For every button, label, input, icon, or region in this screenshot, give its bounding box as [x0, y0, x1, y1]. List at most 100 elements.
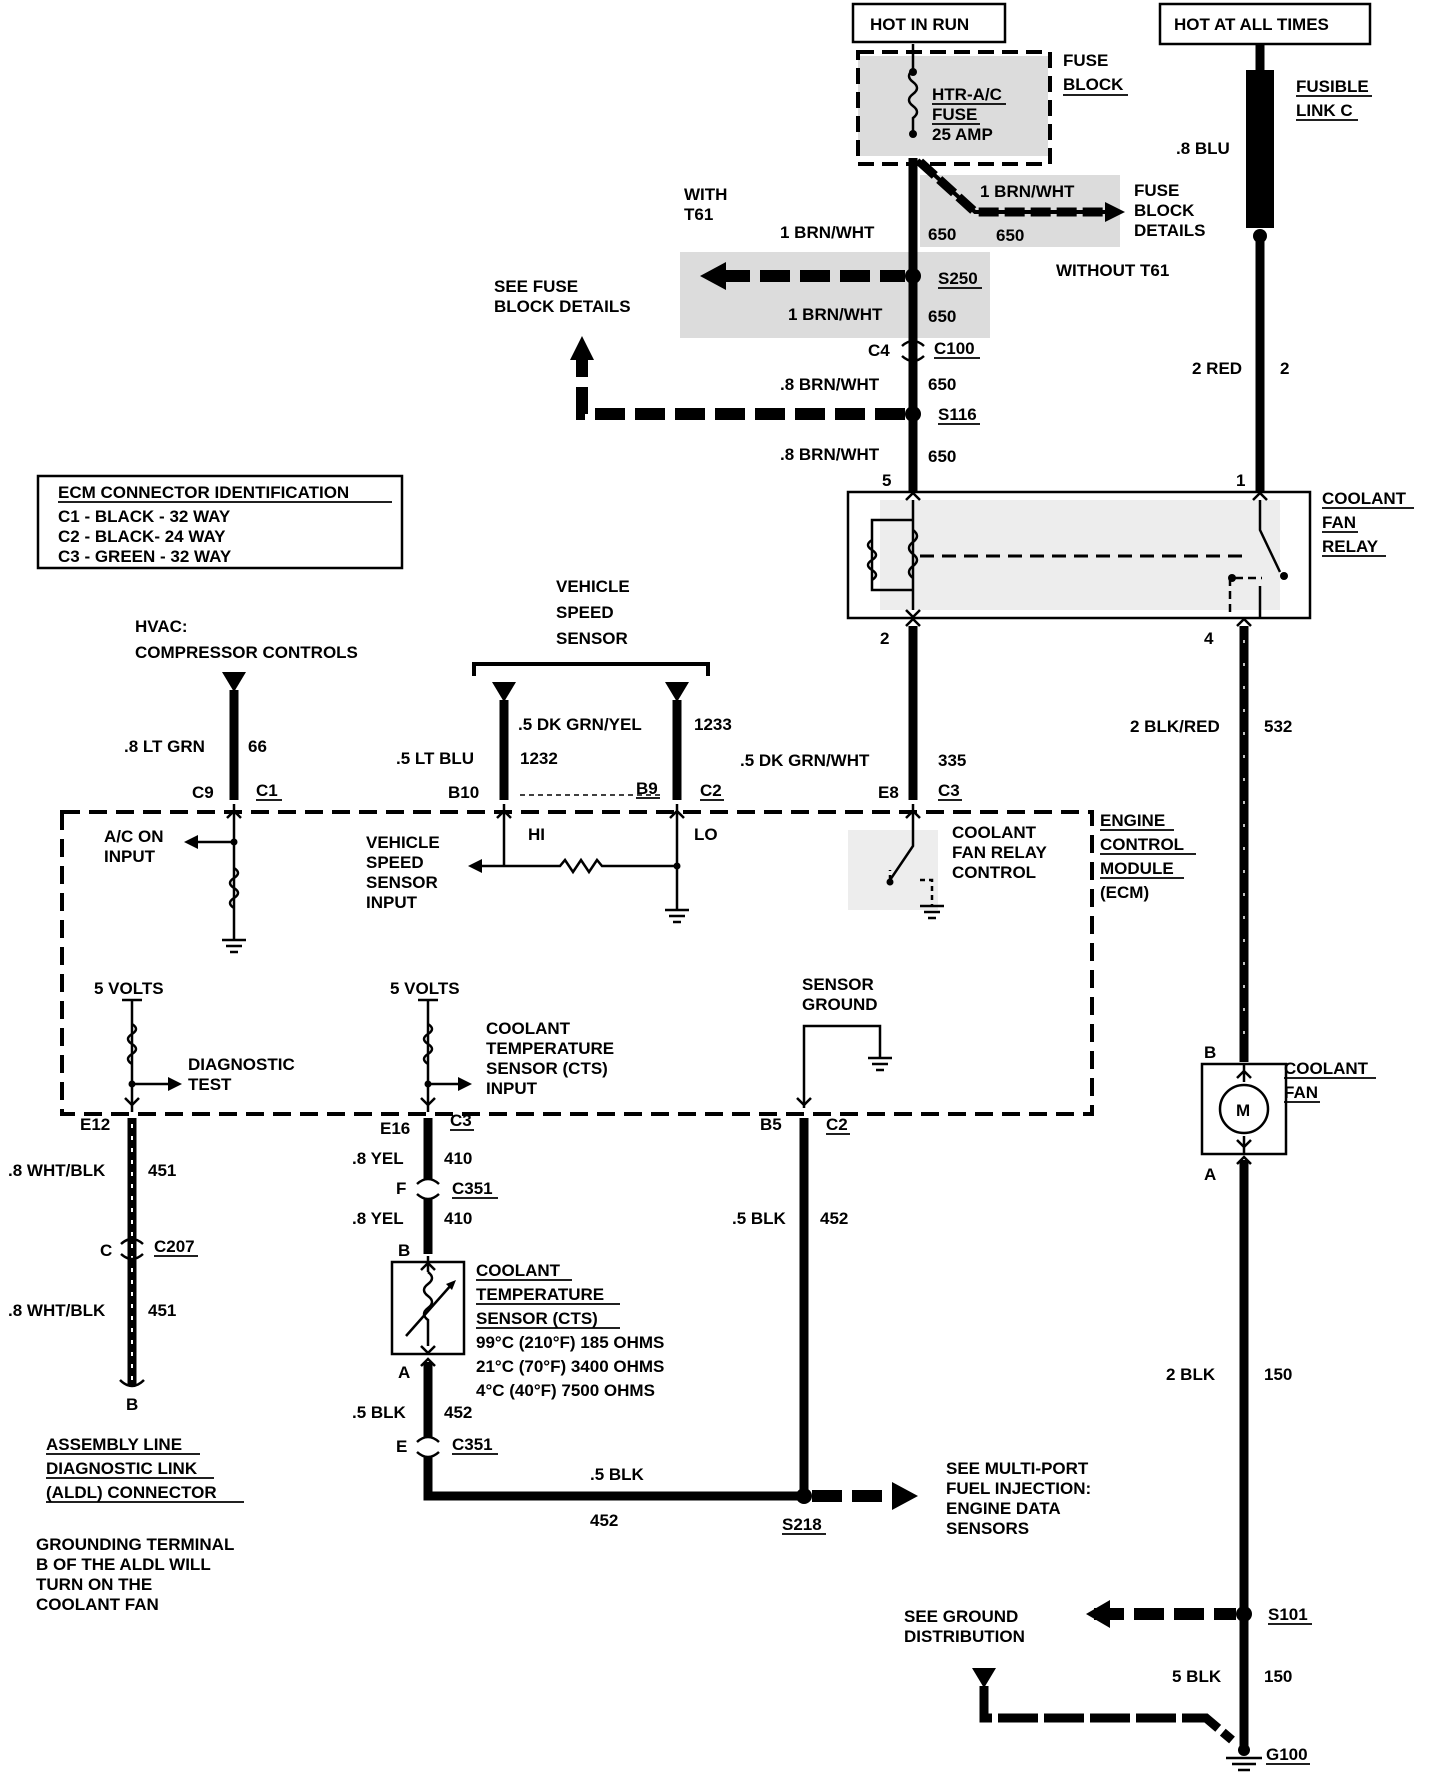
vss-hi: HI — [528, 825, 545, 844]
fan-ground-wire-circuit: 150 — [1264, 1365, 1292, 1384]
cts-input-1: COOLANT — [486, 1019, 571, 1038]
fusible-link-icon — [1246, 70, 1274, 228]
cts-wire-label-2: .8 YEL — [352, 1209, 404, 1228]
c351a-pin: F — [396, 1179, 406, 1198]
connector-c351-a — [416, 1177, 440, 1201]
fusible-link-wire: .8 BLU — [1176, 139, 1230, 158]
ecm-label-4: (ECM) — [1100, 883, 1149, 902]
cts-label-2: TEMPERATURE — [476, 1285, 604, 1304]
hot-in-run-box — [851, 2, 1007, 44]
vss-terminal-b-icon — [665, 682, 689, 702]
c351a-label: C351 — [452, 1179, 493, 1198]
fan-ground-wire-label: 2 BLK — [1166, 1365, 1216, 1384]
relay-control-pin: E8 — [878, 783, 899, 802]
fan-pin-b: B — [1204, 1043, 1216, 1062]
fuse-details-3: DETAILS — [1134, 221, 1205, 240]
relay-label-2: FAN — [1322, 513, 1356, 532]
hot-in-run-label: HOT IN RUN — [870, 15, 969, 34]
hvac-wire-circuit: 66 — [248, 737, 267, 756]
aldl-label-2: DIAGNOSTIC LINK — [46, 1459, 198, 1478]
feed-wire-1: 1 BRN/WHT — [780, 223, 875, 242]
splice-s101-label: S101 — [1268, 1605, 1308, 1624]
fuse-icon — [907, 44, 919, 136]
ac-input-circuit — [226, 804, 242, 940]
five-volts-a: 5 VOLTS — [94, 979, 164, 998]
aldl-label-3: (ALDL) CONNECTOR — [46, 1483, 217, 1502]
arrow-left-icon — [1086, 1600, 1110, 1628]
feed-circuit-4: 650 — [928, 447, 956, 466]
c351b-pin: E — [396, 1437, 407, 1456]
aldl-note-1: GROUNDING TERMINAL — [36, 1535, 234, 1554]
see-ground-2: DISTRIBUTION — [904, 1627, 1025, 1646]
cts-wire-circuit-1: 410 — [444, 1149, 472, 1168]
vss-wire-b-circuit: 1233 — [694, 715, 732, 734]
relay-pin-5: 5 — [882, 471, 891, 490]
cts-input-4: INPUT — [486, 1079, 538, 1098]
motor-label: M — [1236, 1101, 1250, 1120]
cts-resistance-1: 99°C (210°F) 185 OHMS — [476, 1333, 664, 1352]
vss-input-circuit — [496, 804, 512, 866]
vss-input-4: INPUT — [366, 893, 418, 912]
sensor-ground-2: GROUND — [802, 995, 878, 1014]
see-ground-1: SEE GROUND — [904, 1607, 1018, 1626]
splice-s218 — [796, 1488, 812, 1504]
cts-label-1: COOLANT — [476, 1261, 561, 1280]
relay-control-wire-label: .5 DK GRN/WHT — [740, 751, 870, 770]
cts-resistance-3: 4°C (40°F) 7500 OHMS — [476, 1381, 655, 1400]
vss-wire-b-label: .5 DK GRN/YEL — [518, 715, 642, 734]
cts-wire-circuit-3: 452 — [444, 1403, 472, 1422]
relay-driver-switch-icon — [888, 804, 921, 881]
aldl-terminal-b: B — [126, 1395, 138, 1414]
diagnostic-1: DIAGNOSTIC — [188, 1055, 295, 1074]
aldl-wire-1: .8 WHT/BLK — [8, 1161, 106, 1180]
diag-pullup-circuit — [122, 998, 142, 1112]
cts-wire-label-3: .5 BLK — [352, 1403, 407, 1422]
vss-lo: LO — [694, 825, 718, 844]
sg-conn: C2 — [826, 1115, 848, 1134]
vss-pin-b: B9 — [636, 779, 658, 798]
splice-s218-label: S218 — [782, 1515, 822, 1534]
fan-feed-wire-circuit: 532 — [1264, 717, 1292, 736]
relay-pin-1: 1 — [1236, 471, 1245, 490]
aldl-label-1: ASSEMBLY LINE — [46, 1435, 182, 1454]
aldl-wire-2: .8 WHT/BLK — [8, 1301, 106, 1320]
fuse-name-2: FUSE — [932, 105, 977, 124]
fan-label-1: COOLANT — [1284, 1059, 1369, 1078]
ground-return-wire — [979, 1686, 1235, 1744]
fuse-block-label-2: BLOCK — [1063, 75, 1124, 94]
ground-wire-label: 5 BLK — [1172, 1667, 1222, 1686]
splice-s116 — [905, 406, 921, 422]
feed-wire-2: 1 BRN/WHT — [788, 305, 883, 324]
fan-pin-a: A — [1204, 1165, 1216, 1184]
with-t61-2: T61 — [684, 205, 713, 224]
connector-c351-b — [416, 1435, 440, 1459]
feed-wire-4: .8 BRN/WHT — [780, 445, 880, 464]
ground-icon — [665, 908, 689, 924]
c207-label: C207 — [154, 1237, 195, 1256]
hvac-label-2: COMPRESSOR CONTROLS — [135, 643, 358, 662]
ecm-id-title: ECM CONNECTOR IDENTIFICATION — [58, 483, 349, 502]
mpfi-3: ENGINE DATA — [946, 1499, 1061, 1518]
fan-relay-control-1: COOLANT — [952, 823, 1037, 842]
aldl-circuit-2: 451 — [148, 1301, 176, 1320]
ground-terminal-icon — [972, 1668, 996, 1688]
fusible-link-label-1: FUSIBLE — [1296, 77, 1369, 96]
cts-arrow-icon — [458, 1077, 472, 1091]
fan-relay-control-2: FAN RELAY — [952, 843, 1047, 862]
arrow-up-icon — [570, 336, 594, 360]
ground-icon — [920, 904, 944, 920]
vss-arrow-icon — [468, 859, 482, 873]
vss-label-3: SENSOR — [556, 629, 628, 648]
arrow-right-icon — [1105, 202, 1125, 222]
sg-pin: B5 — [760, 1115, 782, 1134]
splice-s116-label: S116 — [938, 405, 977, 424]
hot-at-all-times-box — [1158, 2, 1372, 46]
vss-label-1: VEHICLE — [556, 577, 630, 596]
mpfi-4: SENSORS — [946, 1519, 1029, 1538]
diag-arrow-icon — [168, 1077, 182, 1091]
mpfi-1: SEE MULTI-PORT — [946, 1459, 1089, 1478]
splice-s250-label: S250 — [938, 269, 978, 288]
feed-circuit-1: 650 — [928, 225, 956, 244]
hot-at-all-times-label: HOT AT ALL TIMES — [1174, 15, 1329, 34]
fusible-link-label-2: LINK C — [1296, 101, 1353, 120]
